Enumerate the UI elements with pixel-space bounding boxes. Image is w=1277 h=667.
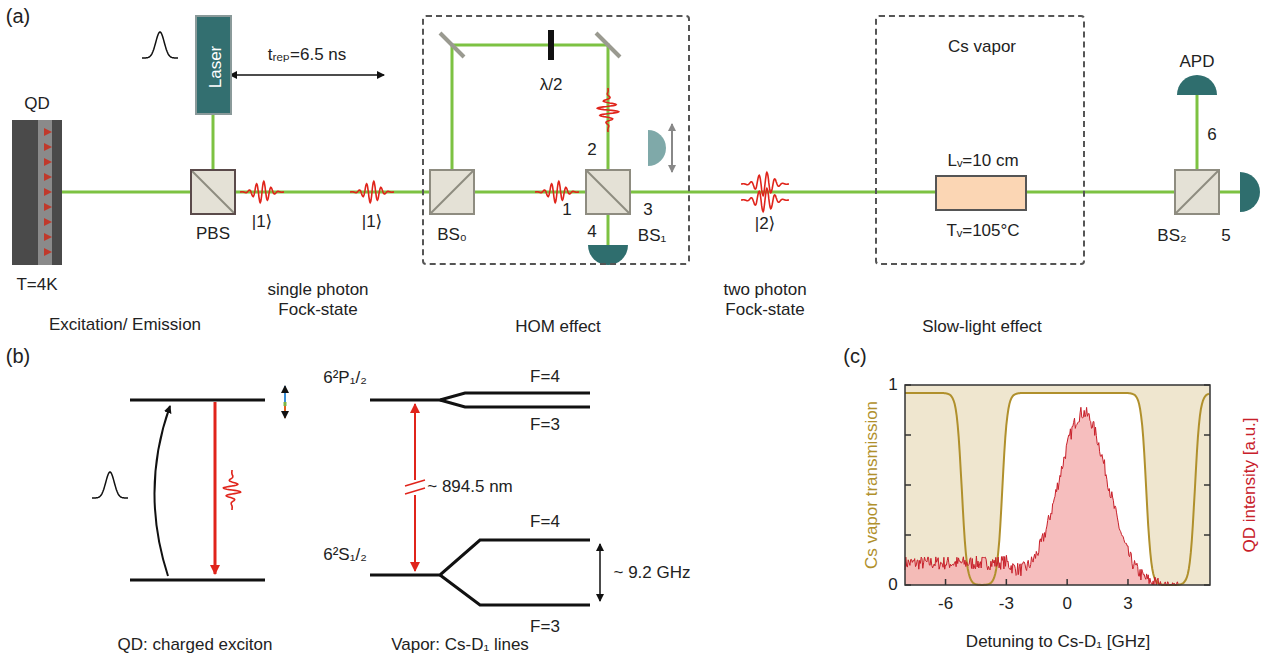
text-label: BS₂ (1157, 226, 1186, 246)
text-label: QD (24, 94, 50, 114)
text-label: ~ 9.2 GHz (613, 563, 690, 583)
text-label: F=3 (530, 617, 560, 637)
state-label: |2⟩ (755, 214, 776, 234)
text-label: QD: charged exciton (118, 635, 273, 655)
state-label: |1⟩ (362, 212, 383, 232)
text-label: PBS (196, 224, 230, 244)
tick-label: 1 (888, 375, 897, 395)
tick-label: 0 (1062, 594, 1071, 614)
port-number: 1 (562, 200, 571, 220)
box-title: Cs vapor (948, 37, 1016, 57)
text-label: tᵣₑₚ=6.5 ns (268, 45, 347, 65)
text-label: F=4 (530, 512, 560, 532)
text-label: APD (1180, 52, 1215, 72)
state-label: |1⟩ (252, 212, 273, 232)
port-number: 4 (587, 222, 596, 242)
tick-label: 3 (1123, 594, 1132, 614)
text-label: single photon Fock-state (248, 280, 388, 319)
text-label: F=3 (530, 415, 560, 435)
text-label: 6²P₁/₂ (323, 368, 367, 388)
port-number: 2 (587, 140, 596, 160)
port-number: 3 (643, 200, 652, 220)
text-label: F=4 (530, 367, 560, 387)
port-number: 6 (1207, 125, 1216, 145)
text-label: T=4K (16, 275, 57, 295)
text-label: 6²S₁/₂ (323, 545, 367, 565)
text-label: Excitation/ Emission (49, 315, 201, 335)
port-number: 5 (1221, 226, 1230, 246)
panel-label: (a) (6, 5, 30, 28)
vapor-dashed-box: Cs vaporSlow-light effectLᵥ=10 cmTᵥ=105°… (875, 15, 1085, 265)
panel-label: (b) (6, 345, 30, 368)
text-label: ~ 894.5 nm (427, 477, 513, 497)
axis-title: Detuning to Cs-D₁ [GHz] (966, 632, 1150, 652)
laser-box: Laser (195, 15, 232, 115)
text-label: BS₁ (638, 226, 666, 246)
text-label: λ/2 (540, 75, 563, 95)
text-label: two photon Fock-state (700, 280, 830, 319)
panel-label: (c) (843, 345, 866, 368)
text-label: BS₀ (437, 225, 467, 245)
tick-label: -3 (999, 594, 1014, 614)
cell-temperature: Tᵥ=105°C (946, 221, 1019, 241)
tick-label: -6 (938, 594, 953, 614)
section-caption: Slow-light effect (922, 317, 1042, 337)
axis-title: Cs vapor transmission (862, 401, 882, 569)
laser-label: Laser (206, 46, 226, 89)
vapor-cell: Lᵥ=10 cmTᵥ=105°C (935, 175, 1027, 211)
text-label: Vapor: Cs-D₁ lines (391, 635, 529, 655)
axis-title: QD intensity [a.u.] (1240, 417, 1260, 552)
tick-label: 0 (888, 575, 897, 595)
section-caption: HOM effect (515, 317, 601, 337)
cell-length: Lᵥ=10 cm (947, 151, 1018, 171)
